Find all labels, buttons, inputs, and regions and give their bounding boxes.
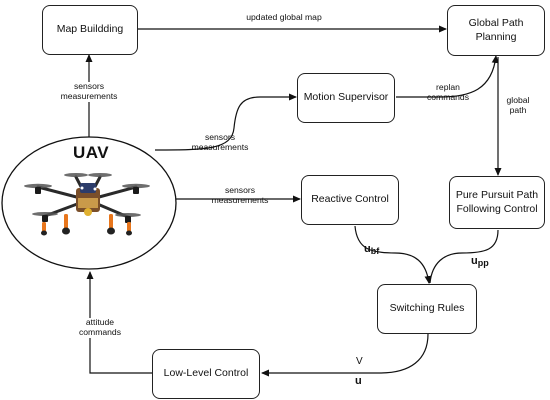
motion-supervisor-label: Motion Supervisor xyxy=(303,91,389,104)
switching-rules-label: Switching Rules xyxy=(389,302,465,315)
reactive-control-box: Reactive Control xyxy=(301,175,399,225)
symbol-u: u xyxy=(355,375,362,387)
map-building-box: Map Buildding xyxy=(42,5,138,55)
label-updated-global-map: updated global map xyxy=(246,12,322,22)
motion-supervisor-box: Motion Supervisor xyxy=(297,73,395,123)
label-attitude-commands: attitude commands xyxy=(68,317,132,338)
low-level-control-label: Low-Level Control xyxy=(163,367,249,380)
pure-pursuit-label: Pure Pursuit Path Following Control xyxy=(455,189,539,215)
low-level-control-box: Low-Level Control xyxy=(152,349,260,399)
label-global-path: global path xyxy=(506,95,530,115)
uav-title: UAV xyxy=(73,143,110,162)
global-path-planning-label: Global Path Planning xyxy=(468,17,524,43)
label-sensors-measurements-top: sensors measurements xyxy=(55,81,123,102)
edge-uav-to-supervisor xyxy=(154,93,297,151)
symbol-u-pp: upp xyxy=(471,255,489,268)
edge-purepursuit-to-switching xyxy=(429,229,499,284)
edge-switching-to-lowlevel xyxy=(261,333,429,377)
global-path-planning-box: Global Path Planning xyxy=(447,5,545,56)
label-sensors-measurements-mid: sensors measurements xyxy=(191,132,249,152)
edge-reactive-to-switching xyxy=(354,225,432,284)
edge-supervisor-to-planning xyxy=(396,55,499,98)
label-replan-commands: replan commands xyxy=(426,82,470,102)
edge-lowlevel-to-uav xyxy=(86,271,152,374)
symbol-u-bf: ubf xyxy=(364,243,380,256)
pure-pursuit-box: Pure Pursuit Path Following Control xyxy=(449,176,545,229)
map-building-label: Map Buildding xyxy=(56,23,124,36)
reactive-control-label: Reactive Control xyxy=(311,193,389,206)
label-sensors-measurements-right: sensors measurements xyxy=(211,185,269,205)
switching-rules-box: Switching Rules xyxy=(377,284,477,334)
symbol-v: V xyxy=(356,356,363,367)
drone-illustration xyxy=(24,173,150,236)
